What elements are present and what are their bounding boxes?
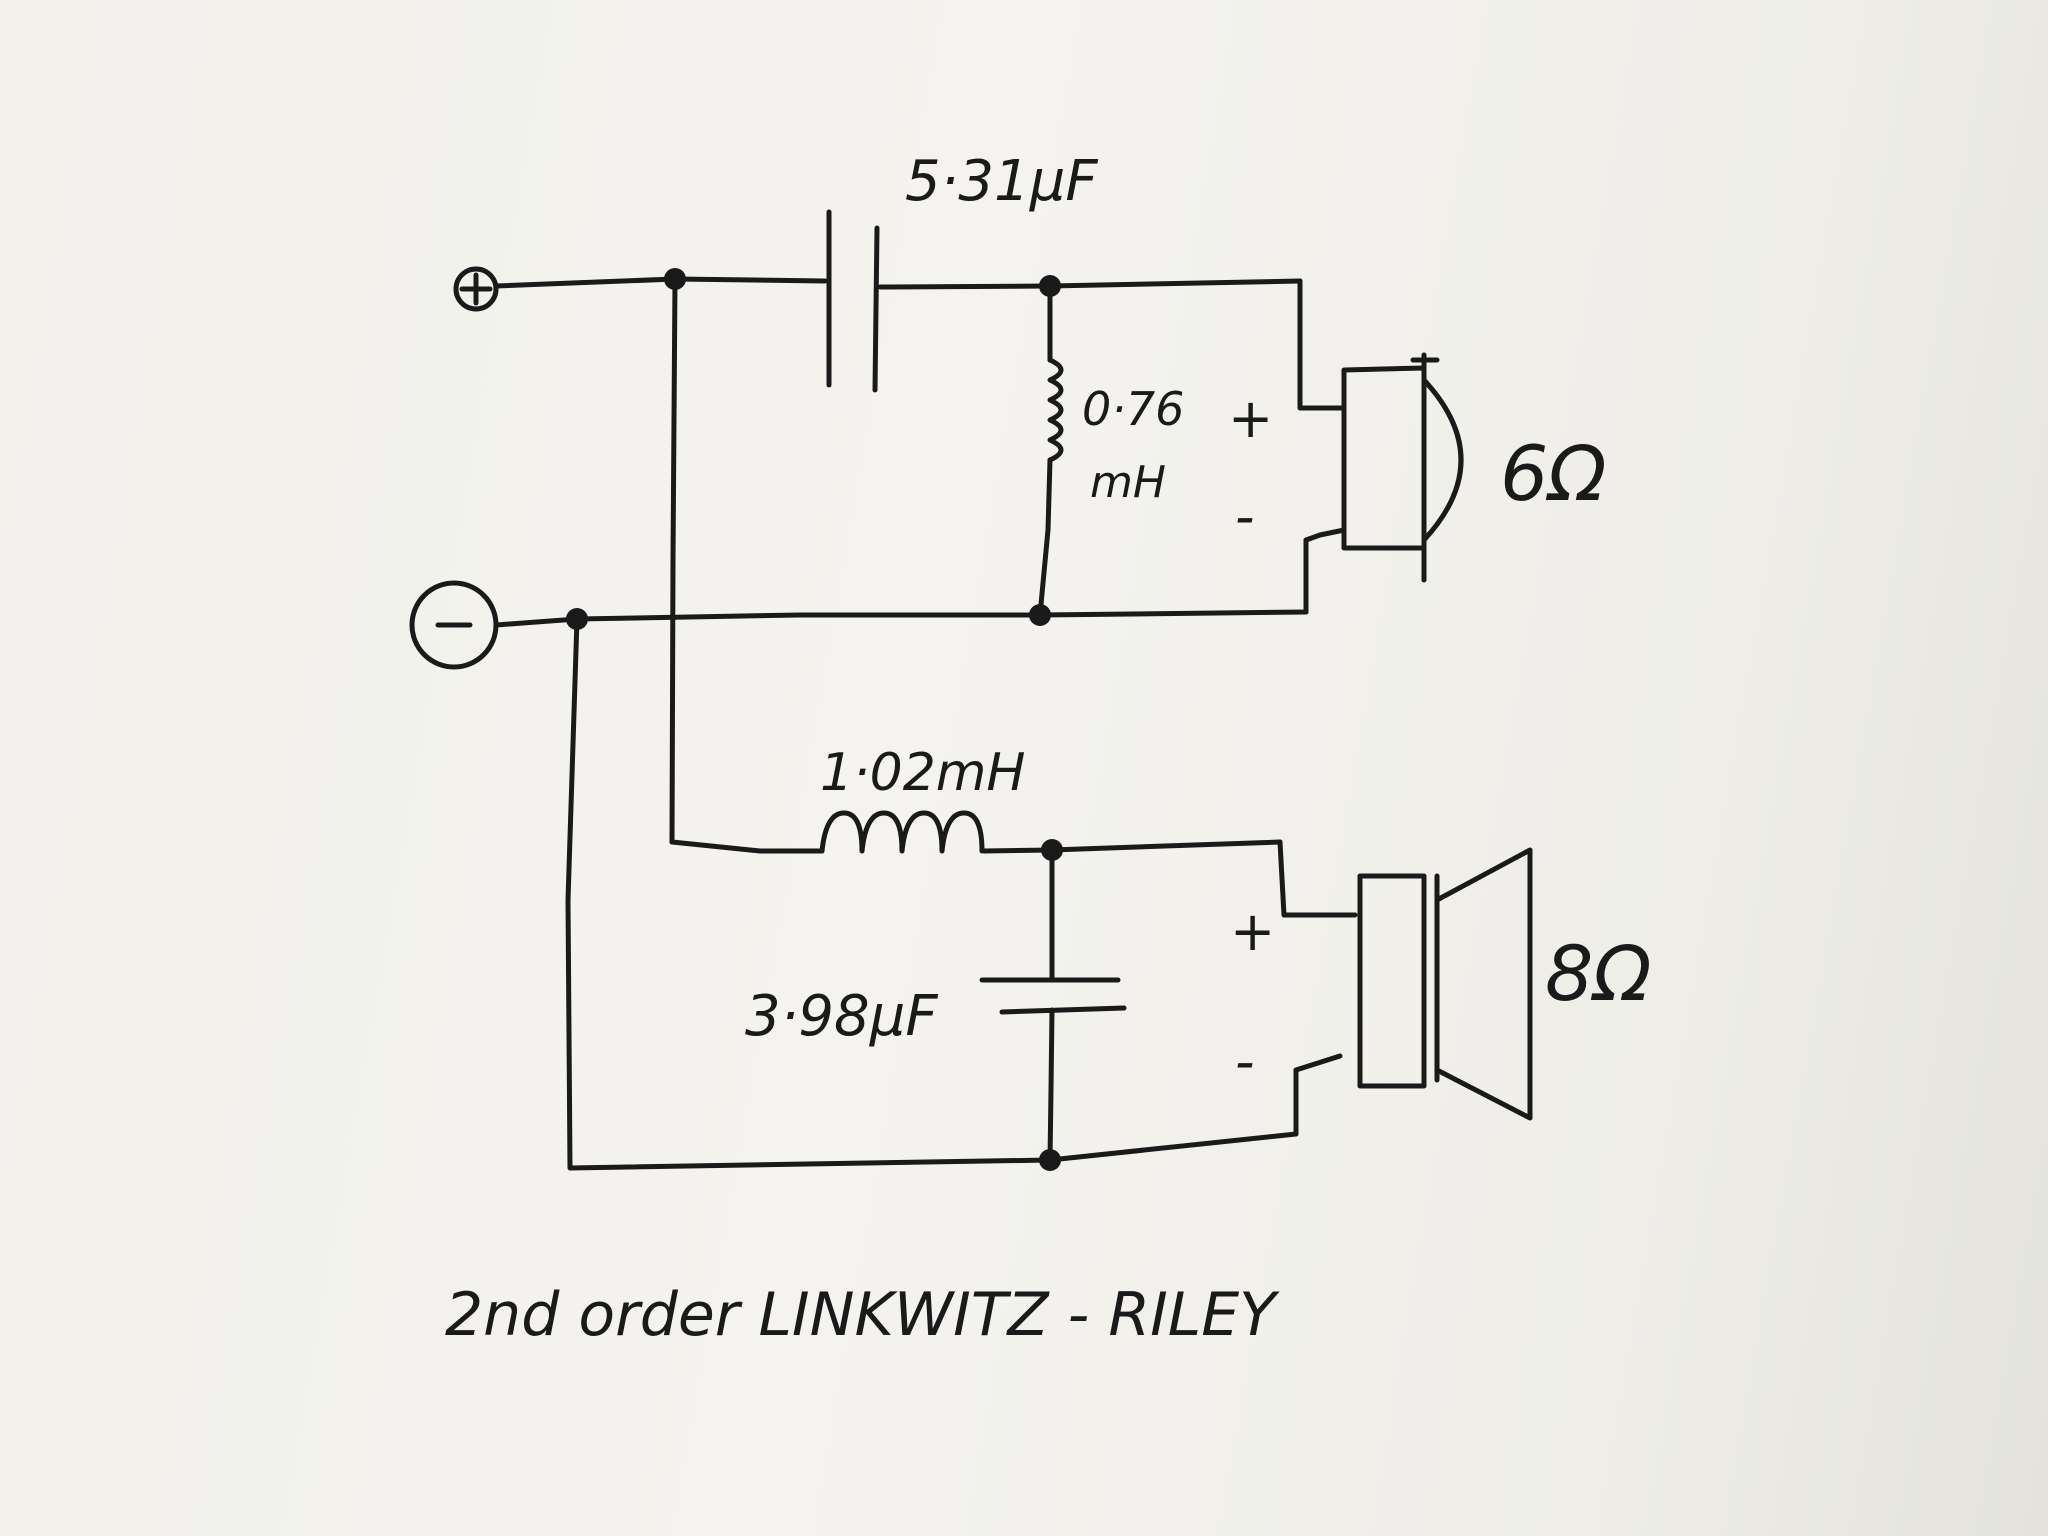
- tweeter-minus-wire: [1303, 527, 1347, 615]
- tweeter-inductor-value-label: 0·76: [1082, 382, 1184, 436]
- tweeter-plus-label: +: [1228, 387, 1273, 450]
- tweeter-impedance-label: 6Ω: [1500, 429, 1606, 518]
- negative-rail-wire: [493, 609, 1309, 628]
- tweeter-shunt-wire-bottom: [1037, 457, 1053, 618]
- positive-rail-wire: [493, 276, 828, 289]
- woofer-capacitor-label: 3·98μF: [745, 984, 938, 1049]
- tweeter-rail-wire: [877, 278, 1303, 290]
- woofer-feed-wire: [669, 276, 678, 845]
- woofer-return-wire: [565, 616, 1299, 1171]
- woofer-plus-label: +: [1230, 900, 1275, 963]
- woofer-minus-wire: [1293, 1053, 1343, 1137]
- woofer-impedance-label: 8Ω: [1545, 929, 1651, 1018]
- woofer-driver-symbol: [1357, 847, 1533, 1121]
- tweeter-minus-label: -: [1235, 485, 1255, 548]
- diagram-caption: 2nd order LINKWITZ - RILEY: [445, 1280, 1280, 1350]
- woofer-minus-label: -: [1235, 1030, 1255, 1093]
- negative-terminal: [409, 580, 499, 670]
- tweeter-capacitor-label: 5·31μF: [905, 149, 1098, 214]
- tweeter-capacitor: [826, 209, 880, 393]
- woofer-capacitor: [979, 977, 1127, 1015]
- woofer-shunt-wire-bottom: [1047, 1007, 1055, 1163]
- woofer-plus-wire: [1277, 839, 1358, 918]
- tweeter-inductor: [1047, 357, 1064, 463]
- woofer-inductor: [819, 810, 985, 854]
- tweeter-plus-wire: [1297, 278, 1347, 411]
- tweeter-inductor-unit-label: mH: [1090, 457, 1166, 508]
- positive-terminal: [453, 266, 499, 312]
- woofer-rail-wire: [981, 839, 1283, 854]
- woofer-inductor-label: 1·02mH: [820, 743, 1026, 803]
- woofer-inductor-lead-wire: [669, 839, 825, 854]
- tweeter-driver-symbol: [1341, 352, 1464, 583]
